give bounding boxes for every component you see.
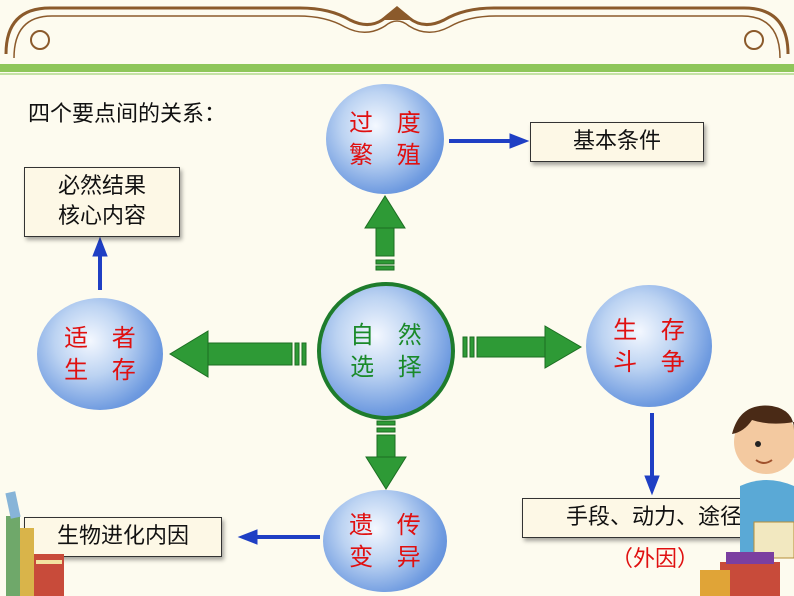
node-struggle-line1: 生 存 — [613, 316, 693, 344]
node-survival-of-fittest: 适 者 生 存 — [37, 298, 163, 410]
node-overbreeding: 过 度 繁 殖 — [326, 84, 444, 194]
green-arrow-left — [169, 330, 307, 378]
node-survival-line1: 适 者 — [64, 324, 144, 352]
diagram-title: 四个要点间的关系： — [28, 102, 227, 127]
node-natural-selection-line2: 选 择 — [350, 353, 430, 381]
node-struggle-for-existence: 生 存 斗 争 — [586, 285, 712, 407]
decorative-frame-top — [4, 6, 790, 59]
green-arrow-right — [462, 325, 582, 369]
green-arrow-up — [364, 195, 406, 271]
node-natural-selection-line1: 自 然 — [350, 321, 430, 349]
box-inevitable-result-line1: 必然结果 — [57, 174, 146, 199]
box-means-text: 手段、动力、途径 — [565, 505, 742, 530]
box-basic-condition: 基本条件 — [530, 122, 704, 162]
node-overbreeding-line2: 繁 殖 — [349, 141, 429, 169]
node-heredity-variation: 遗 传 变 异 — [323, 490, 447, 592]
node-overbreeding-line1: 过 度 — [349, 109, 429, 137]
box-inevitable-result-line2: 核心内容 — [57, 204, 146, 229]
node-heredity-line2: 变 异 — [349, 543, 429, 571]
node-survival-line2: 生 存 — [64, 356, 144, 384]
green-arrow-down — [365, 420, 407, 490]
node-struggle-line2: 斗 争 — [613, 348, 693, 376]
node-natural-selection: 自 然 选 择 — [317, 282, 455, 420]
external-cause-note: （外因） — [611, 547, 700, 572]
boy-with-books-illustration — [700, 392, 794, 596]
box-internal-cause: 生物进化内因 — [24, 517, 222, 557]
header-green-line — [0, 73, 794, 75]
box-basic-condition-text: 基本条件 — [572, 129, 661, 154]
header-green-bar — [0, 64, 794, 72]
box-inevitable-result: 必然结果 核心内容 — [24, 167, 180, 237]
node-heredity-line1: 遗 传 — [349, 511, 429, 539]
box-internal-cause-text: 生物进化内因 — [56, 524, 189, 549]
books-illustration — [5, 491, 64, 596]
